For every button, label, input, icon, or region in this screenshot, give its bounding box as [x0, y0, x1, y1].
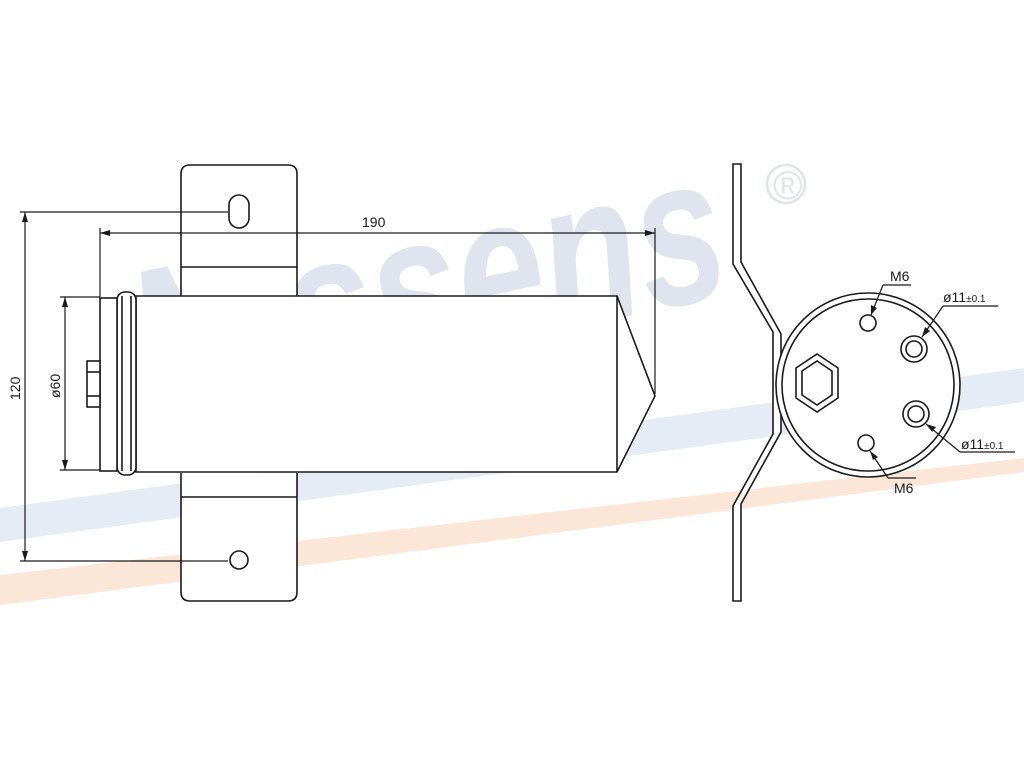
dimension-diameter-label: ø60	[47, 374, 63, 398]
end-view-bracket	[732, 163, 782, 602]
receiver-drier-body	[86, 291, 656, 476]
bracket-hole-bottom	[229, 550, 249, 570]
dimension-height: 120	[7, 211, 228, 562]
label-port-top: ø11±0.1	[943, 289, 986, 305]
label-thread-top: M6	[890, 268, 910, 284]
fitting-stub	[86, 360, 101, 408]
dimension-length-label: 190	[362, 214, 386, 230]
dimension-length: 190	[99, 214, 656, 394]
hex-nut	[795, 353, 839, 413]
label-port-bottom: ø11±0.1	[961, 436, 1004, 452]
leader-thread-bottom: M6	[869, 450, 916, 496]
thread-hole-bottom	[857, 434, 875, 452]
registered-mark-circle	[765, 163, 807, 205]
port-top	[900, 335, 928, 363]
mounting-bracket-bottom	[180, 473, 298, 602]
leader-thread-top: M6	[870, 268, 911, 316]
leader-port-bottom: ø11±0.1	[925, 423, 1015, 453]
dimension-diameter: ø60	[47, 296, 100, 471]
registered-mark: ®	[773, 164, 802, 208]
bracket-slot-top	[228, 194, 250, 229]
mounting-bracket-top	[180, 164, 298, 296]
thread-hole-top	[859, 314, 877, 332]
watermark-orange-band	[0, 458, 1024, 605]
leader-port-top: ø11±0.1	[921, 289, 998, 338]
label-thread-bottom: M6	[894, 480, 914, 496]
dimension-height-label: 120	[7, 376, 23, 400]
port-bottom	[902, 400, 930, 428]
